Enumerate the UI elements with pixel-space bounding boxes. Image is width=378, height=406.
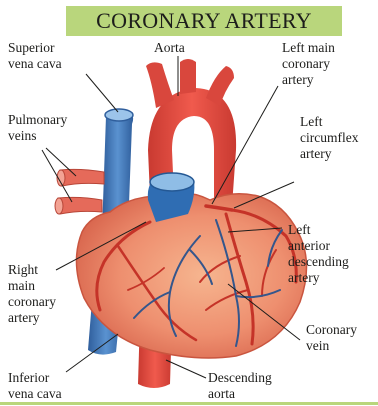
label-coronary-vein: Coronary vein <box>306 322 357 354</box>
brachiocephalic-trunk <box>146 62 174 108</box>
left-common-carotid <box>180 59 196 94</box>
pulmonary-trunk-opening <box>150 173 194 191</box>
label-left-anterior-descending-artery: Left anterior descending artery <box>288 222 349 286</box>
leader-superior-vena-cava <box>86 74 118 112</box>
bottom-rule <box>0 402 378 405</box>
label-superior-vena-cava: Superior vena cava <box>8 40 62 72</box>
label-left-circumflex-artery: Left circumflex artery <box>300 114 358 162</box>
label-pulmonary-veins: Pulmonary veins <box>8 112 67 144</box>
pulmonary-vein-lower-end <box>55 198 63 214</box>
leader-descending-aorta <box>166 360 206 378</box>
label-aorta: Aorta <box>154 40 185 56</box>
left-subclavian <box>206 66 234 106</box>
label-right-main-coronary-artery: Right main coronary artery <box>8 262 56 326</box>
pulmonary-vein-lower <box>58 197 102 214</box>
label-descending-aorta: Descending aorta <box>208 370 272 402</box>
label-left-main-coronary-artery: Left main coronary artery <box>282 40 335 88</box>
superior-vena-cava-opening <box>105 109 133 121</box>
pulmonary-vein-upper <box>60 169 104 186</box>
label-inferior-vena-cava: Inferior vena cava <box>8 370 62 402</box>
